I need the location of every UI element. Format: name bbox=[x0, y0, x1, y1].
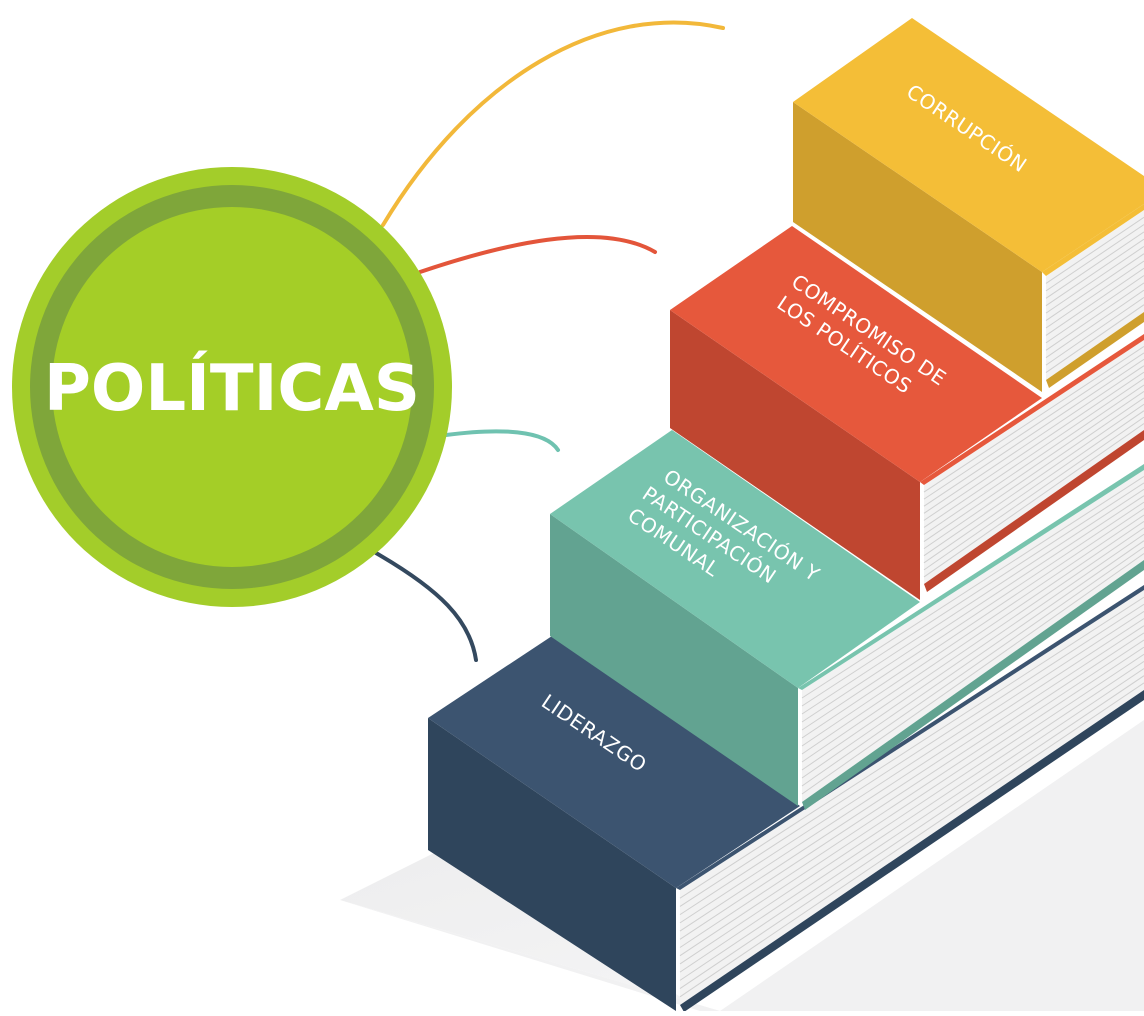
book-compromiso-page-edge bbox=[920, 334, 1144, 485]
book-organizacion-page-lines bbox=[801, 476, 1144, 795]
book-organizacion-back-cover bbox=[802, 560, 1144, 810]
page-line bbox=[1045, 297, 1144, 366]
page-line bbox=[801, 521, 1144, 755]
connector-corrupcion bbox=[381, 20, 725, 227]
page-line bbox=[923, 371, 1144, 521]
page-line bbox=[679, 618, 1144, 924]
book-corrupcion-spine bbox=[793, 102, 1042, 392]
page-line bbox=[923, 397, 1144, 550]
page-line bbox=[1045, 267, 1144, 336]
page-line bbox=[923, 358, 1144, 507]
book-corrupcion-page-lines bbox=[1045, 216, 1144, 373]
book-compromiso-cover bbox=[670, 226, 1042, 482]
connector-compromiso bbox=[418, 235, 657, 274]
connector-liderazgo bbox=[374, 551, 478, 662]
page-line bbox=[923, 346, 1144, 493]
page-line bbox=[1045, 275, 1144, 344]
book-organizacion bbox=[550, 430, 1144, 810]
page-line bbox=[923, 384, 1144, 535]
page-line bbox=[1045, 224, 1144, 292]
page-line bbox=[679, 632, 1144, 940]
page-line bbox=[1045, 282, 1144, 351]
page-line bbox=[679, 625, 1144, 932]
page-line bbox=[801, 553, 1144, 795]
book-corrupcion-page-edge bbox=[1042, 204, 1144, 276]
page-line bbox=[679, 603, 1144, 907]
page-line bbox=[923, 352, 1144, 500]
page-line bbox=[679, 596, 1144, 899]
page-line bbox=[923, 423, 1144, 578]
page-line bbox=[679, 653, 1144, 965]
hub-label: POLÍTICAS bbox=[44, 350, 420, 426]
page-line bbox=[679, 639, 1144, 948]
page-line bbox=[679, 682, 1144, 998]
book-organizacion-cover bbox=[550, 430, 920, 688]
page-line bbox=[801, 546, 1144, 787]
hub-inner-circle bbox=[52, 207, 412, 567]
book-liderazgo-back-cover bbox=[680, 690, 1144, 1012]
book-organizacion-page-edge bbox=[798, 464, 1144, 690]
book-liderazgo-pages bbox=[680, 590, 1144, 1005]
page-line bbox=[923, 365, 1144, 514]
page-line bbox=[801, 527, 1144, 763]
book-corrupcion-back-cover bbox=[1046, 312, 1144, 388]
book-liderazgo-spine bbox=[428, 718, 676, 1011]
book-compromiso-page-lines bbox=[923, 346, 1144, 578]
book-organizacion-spine bbox=[550, 514, 798, 806]
page-line bbox=[679, 668, 1144, 981]
page-line bbox=[801, 533, 1144, 771]
page-line bbox=[801, 540, 1144, 779]
page-line bbox=[923, 378, 1144, 528]
page-line bbox=[1045, 238, 1144, 307]
book-corrupcion bbox=[793, 18, 1144, 392]
page-line bbox=[679, 661, 1144, 973]
page-line bbox=[1045, 231, 1144, 299]
book-compromiso bbox=[670, 226, 1144, 600]
book-compromiso-pages bbox=[924, 340, 1144, 584]
page-line bbox=[1045, 253, 1144, 321]
page-line bbox=[801, 514, 1144, 747]
page-line bbox=[923, 403, 1144, 557]
connector-organizacion bbox=[444, 429, 560, 452]
page-line bbox=[679, 611, 1144, 916]
page-line bbox=[801, 501, 1144, 731]
page-line bbox=[801, 488, 1144, 715]
book-compromiso-back-cover bbox=[924, 430, 1144, 592]
page-line bbox=[1045, 289, 1144, 359]
page-line bbox=[801, 508, 1144, 739]
page-line bbox=[679, 675, 1144, 989]
book-liderazgo-page-lines bbox=[679, 596, 1144, 998]
floor-shadow-lower bbox=[340, 720, 1144, 1011]
page-line bbox=[923, 391, 1144, 542]
page-line bbox=[801, 476, 1144, 699]
page-line bbox=[1045, 246, 1144, 314]
page-line bbox=[923, 410, 1144, 564]
hub: POLÍTICAS bbox=[12, 167, 452, 607]
book-liderazgo-cover bbox=[428, 636, 800, 888]
book-compromiso-spine bbox=[670, 310, 920, 600]
page-line bbox=[1045, 260, 1144, 329]
book-corrupcion-cover bbox=[793, 18, 1144, 272]
page-line bbox=[801, 482, 1144, 707]
page-line bbox=[1045, 304, 1144, 373]
page-line bbox=[679, 646, 1144, 957]
book-liderazgo bbox=[428, 585, 1144, 1012]
page-line bbox=[801, 495, 1144, 723]
book-liderazgo-page-edge bbox=[676, 585, 1144, 890]
page-line bbox=[1045, 216, 1144, 284]
page-line bbox=[923, 416, 1144, 571]
